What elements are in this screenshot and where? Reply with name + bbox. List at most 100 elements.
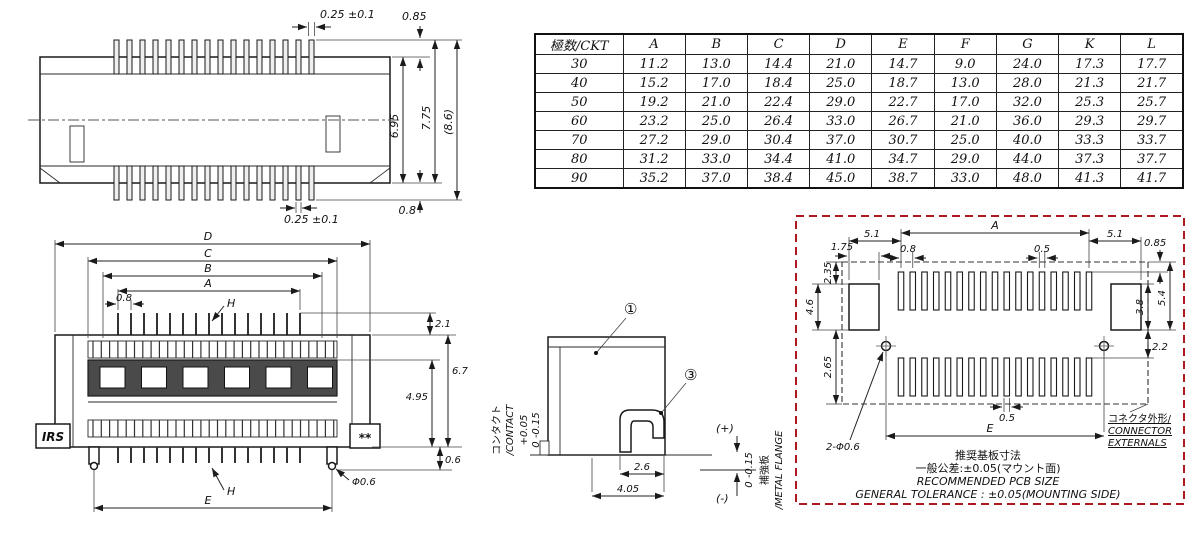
comb-tooth bbox=[109, 341, 111, 358]
dim-cell: 34.7 bbox=[871, 149, 935, 169]
dim-cell: 30.7 bbox=[871, 130, 935, 150]
dim-label: 0.8 bbox=[399, 204, 417, 217]
dim-cell: 35.2 bbox=[622, 168, 686, 189]
dim-cell: 14.7 bbox=[871, 54, 935, 74]
pcb-pad bbox=[991, 271, 999, 311]
pcb-pad bbox=[1003, 357, 1011, 397]
dim-cell: 29.0 bbox=[684, 130, 748, 150]
dim-cell: 31.2 bbox=[622, 149, 686, 169]
externals-label-jp: コネクタ外形/ bbox=[1108, 413, 1172, 425]
dim-05-top: 0.5 bbox=[1026, 244, 1058, 268]
pcb-pad bbox=[932, 271, 940, 311]
dim-label: 4.95 bbox=[406, 392, 428, 403]
dim-label: 0.25 ±0.1 bbox=[284, 213, 339, 226]
mount-peg-left bbox=[88, 446, 100, 465]
pcb-pad bbox=[1038, 271, 1046, 311]
pcb-pad bbox=[1062, 271, 1069, 311]
pcb-pad bbox=[1073, 271, 1081, 311]
comb-bottom bbox=[92, 420, 335, 437]
front-contact bbox=[247, 447, 249, 463]
table-col-header: F bbox=[933, 33, 997, 55]
pcb-pad bbox=[956, 357, 964, 397]
comb-tooth bbox=[208, 341, 210, 358]
dim-label: 0.8 bbox=[116, 293, 132, 304]
front-contact bbox=[143, 447, 145, 463]
note-jp-2: 一般公差:±0.05(マウント面) bbox=[916, 461, 1061, 475]
dim-label: 2.6 bbox=[634, 462, 650, 473]
comb-tooth bbox=[299, 341, 302, 358]
front-contact bbox=[299, 313, 301, 335]
dim-cell: 22.7 bbox=[871, 92, 935, 112]
ckt-cell: 60 bbox=[534, 111, 624, 131]
dim-height-with-pins: 7.75 bbox=[420, 40, 439, 183]
front-contacts-bottom bbox=[117, 447, 301, 463]
side-pins-top bbox=[113, 39, 315, 75]
comb-tooth bbox=[92, 341, 94, 358]
callout-3: ③ bbox=[684, 366, 697, 384]
dim-085: 0.85 bbox=[1092, 238, 1176, 284]
comb-tooth bbox=[308, 341, 310, 358]
dim-pin-protrusion-bottom: 0.8 bbox=[399, 170, 424, 217]
dim-h-top: H bbox=[211, 297, 235, 322]
front-contact bbox=[221, 313, 223, 335]
pcb-pad bbox=[968, 357, 975, 397]
pcb-pad bbox=[1062, 357, 1069, 397]
dim-label: 6.95 bbox=[388, 114, 401, 139]
flange-tolerance: 0 -0.15 bbox=[744, 452, 755, 487]
dim-cell: 33.0 bbox=[684, 149, 748, 169]
side-pin bbox=[139, 39, 146, 75]
dim-cell: 41.0 bbox=[809, 149, 873, 169]
dim-05-bottom: 0.5 bbox=[990, 398, 1023, 424]
comb-tooth bbox=[275, 341, 277, 358]
dim-06: 0.6 bbox=[338, 447, 461, 471]
front-contact bbox=[117, 447, 119, 463]
dim-label: 0.8 bbox=[900, 244, 916, 255]
front-contact bbox=[169, 313, 171, 335]
contact-band bbox=[87, 359, 338, 397]
dim-cell: 18.7 bbox=[871, 73, 935, 93]
dim-cell: 37.3 bbox=[1058, 149, 1122, 169]
side-pins-bottom bbox=[113, 165, 315, 201]
front-contact bbox=[195, 313, 197, 335]
dim-cell: 25.0 bbox=[809, 73, 873, 93]
ckt-cell: 80 bbox=[534, 149, 624, 169]
dim-cell: 34.4 bbox=[746, 149, 811, 169]
dim-pin-width-bottom: 0.25 ±0.1 bbox=[280, 202, 339, 226]
note-en-1: RECOMMENDED PCB SIZE bbox=[917, 475, 1060, 488]
pcb-pad bbox=[944, 357, 952, 397]
dim-cell: 21.3 bbox=[1058, 73, 1122, 93]
pcb-pad bbox=[1003, 271, 1011, 311]
mount-peg-right bbox=[326, 446, 338, 465]
connector-body-profile bbox=[547, 336, 666, 456]
dim-54: 5.4 bbox=[1157, 262, 1174, 330]
table-col-header: A bbox=[622, 33, 686, 55]
side-pin bbox=[282, 39, 289, 75]
comb-tooth bbox=[324, 341, 326, 358]
ckt-cell: 70 bbox=[534, 130, 624, 150]
comb-tooth bbox=[324, 420, 326, 437]
dim-h-bottom: H bbox=[211, 467, 235, 498]
side-pin bbox=[113, 39, 120, 75]
pcb-pad bbox=[1073, 357, 1081, 397]
dim-pin-protrusion-top: 0.85 bbox=[316, 10, 462, 71]
dim-label: (8.6) bbox=[442, 109, 455, 135]
dim-cell: 41.7 bbox=[1120, 168, 1184, 189]
comb-tooth bbox=[175, 420, 177, 437]
dim-label: 2.2 bbox=[1152, 342, 1168, 353]
contact-window bbox=[182, 366, 209, 389]
contact-label-jp: コンタクト bbox=[491, 405, 503, 455]
ckt-cell: 50 bbox=[534, 92, 624, 112]
contact-window bbox=[224, 366, 250, 389]
comb-tooth bbox=[316, 341, 318, 358]
dim-08: 0.8 bbox=[888, 244, 926, 268]
table-col-header: G bbox=[995, 33, 1060, 55]
comb-tooth bbox=[225, 341, 227, 358]
mark-label: ** bbox=[359, 431, 372, 445]
front-contact bbox=[130, 447, 132, 463]
dim-cell: 25.0 bbox=[684, 111, 748, 131]
dim-26: 2.6 bbox=[619, 456, 665, 492]
